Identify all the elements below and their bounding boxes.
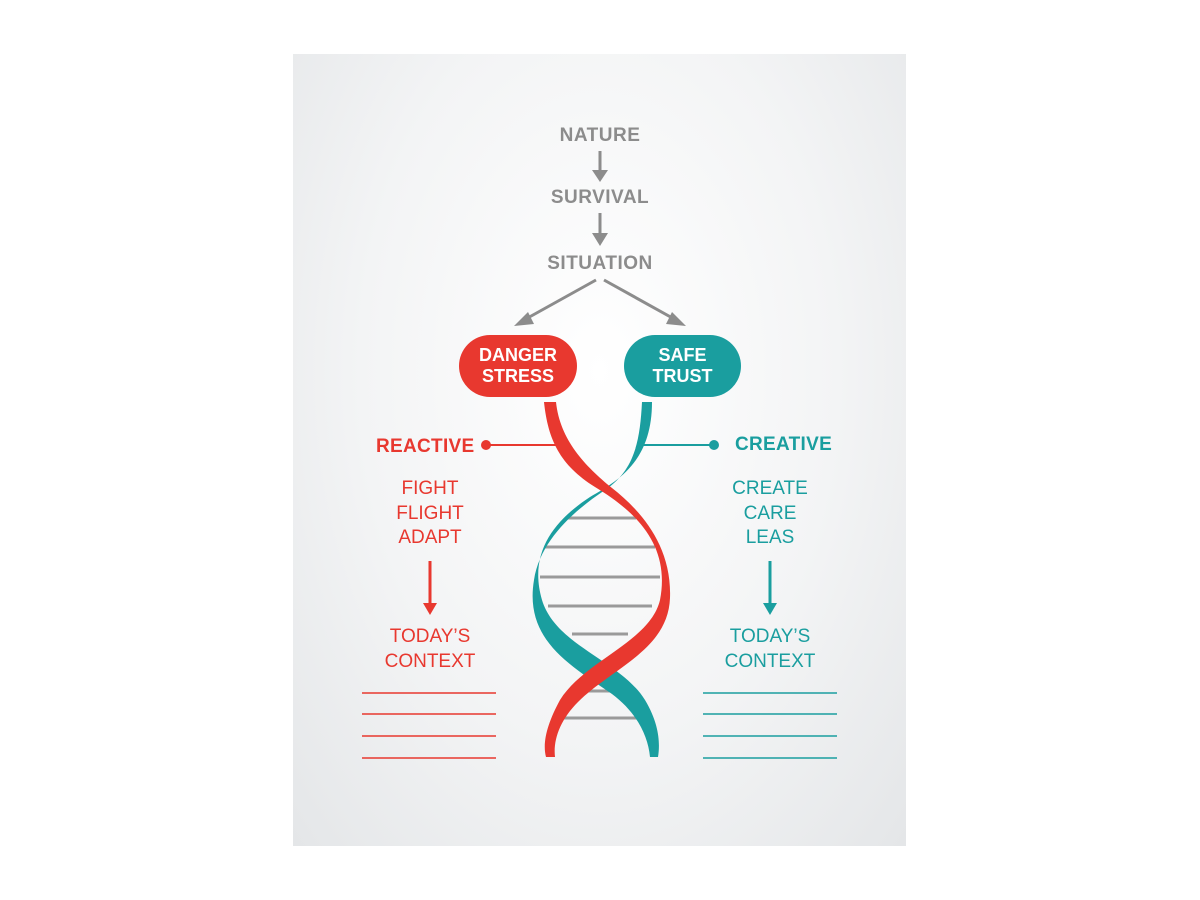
list-item: FIGHT — [401, 478, 459, 499]
reactive-word-list: FIGHT FLIGHT ADAPT — [360, 477, 500, 551]
safe-label: SAFE — [658, 345, 707, 365]
left-down-arrow — [423, 561, 437, 615]
list-item: LEAS — [745, 527, 795, 548]
context-line: TODAY’S — [729, 626, 811, 647]
creative-connector — [640, 440, 719, 450]
arrow-nature-to-survival — [592, 151, 608, 182]
list-item: CARE — [743, 502, 797, 524]
reactive-connector — [481, 440, 560, 450]
right-writing-lines — [703, 692, 837, 759]
nature-label: NATURE — [559, 125, 641, 146]
context-line: TODAY’S — [389, 626, 471, 647]
safe-trust-pill: SAFE TRUST — [624, 335, 741, 397]
reactive-heading: REACTIVE — [376, 436, 475, 457]
situation-label: SITUATION — [547, 253, 653, 274]
list-item: CREATE — [732, 478, 808, 499]
trust-label: TRUST — [652, 366, 713, 386]
context-line: CONTEXT — [724, 650, 816, 672]
stress-label: STRESS — [481, 366, 555, 386]
dna-rungs — [540, 516, 660, 720]
arrow-survival-to-situation — [592, 213, 608, 246]
creative-word-list: CREATE CARE LEAS — [700, 477, 840, 551]
arrow-situation-to-safe — [603, 278, 686, 326]
red-strand — [544, 402, 671, 757]
right-context-label: TODAY’S CONTEXT — [700, 625, 840, 674]
survival-label: SURVIVAL — [550, 187, 650, 208]
list-item: FLIGHT — [396, 502, 464, 524]
dna-helix — [532, 402, 671, 757]
creative-heading: CREATIVE — [735, 434, 833, 455]
right-down-arrow — [763, 561, 777, 615]
left-writing-lines — [362, 692, 496, 759]
context-line: CONTEXT — [384, 650, 476, 672]
teal-strand — [532, 402, 659, 757]
danger-label: DANGER — [478, 345, 557, 365]
danger-stress-pill: DANGER STRESS — [459, 335, 577, 397]
arrow-situation-to-danger — [514, 278, 597, 326]
list-item: ADAPT — [398, 527, 462, 548]
left-context-label: TODAY’S CONTEXT — [360, 625, 500, 674]
